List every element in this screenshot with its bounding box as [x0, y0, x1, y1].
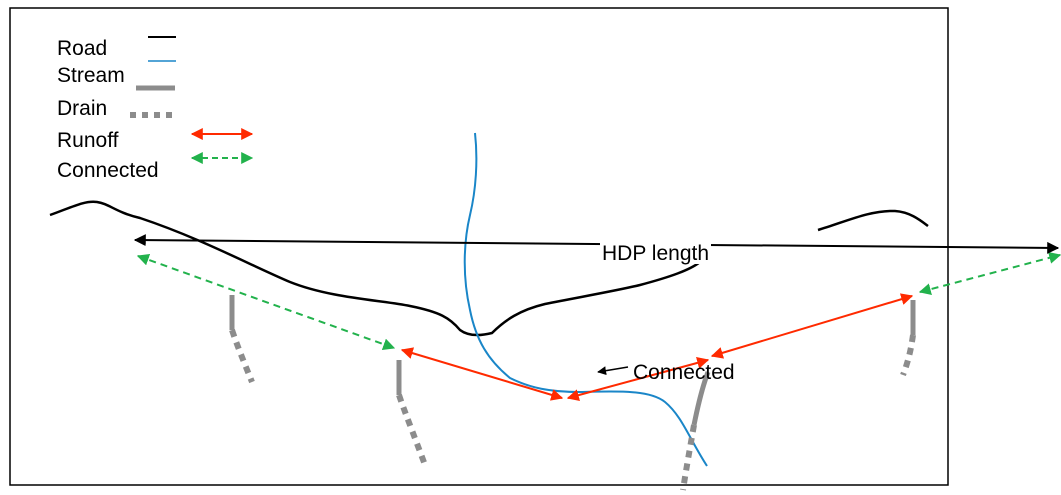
hdp-length-arrow [133, 234, 1060, 254]
legend-stream-label: Stream [57, 64, 125, 87]
legend-runoff-label: Runoff [57, 129, 119, 152]
legend-drain-label: Drain [57, 97, 108, 120]
legend-road-label: Road [57, 37, 108, 60]
drain-1 [229, 329, 255, 384]
runoff-arrow-3 [710, 293, 914, 359]
drain-3 [680, 424, 697, 491]
legend-swatches [130, 36, 254, 164]
connected-arrow-2 [918, 251, 1061, 296]
hdp-length-label: HDP length [600, 242, 712, 265]
connected-arrow-1 [136, 254, 396, 350]
connected-pointer-arrow [597, 366, 629, 376]
drain-4 [900, 334, 916, 377]
drain-2 [396, 394, 428, 467]
runoff-arrow-2 [566, 357, 710, 401]
runoff-arrow-1 [400, 347, 564, 401]
connected-annotation-label: Connected [633, 361, 735, 384]
stream-line [463, 132, 708, 467]
road-line-right [817, 209, 929, 232]
legend-connected-label: Connected [57, 159, 159, 182]
road-line [49, 200, 701, 337]
